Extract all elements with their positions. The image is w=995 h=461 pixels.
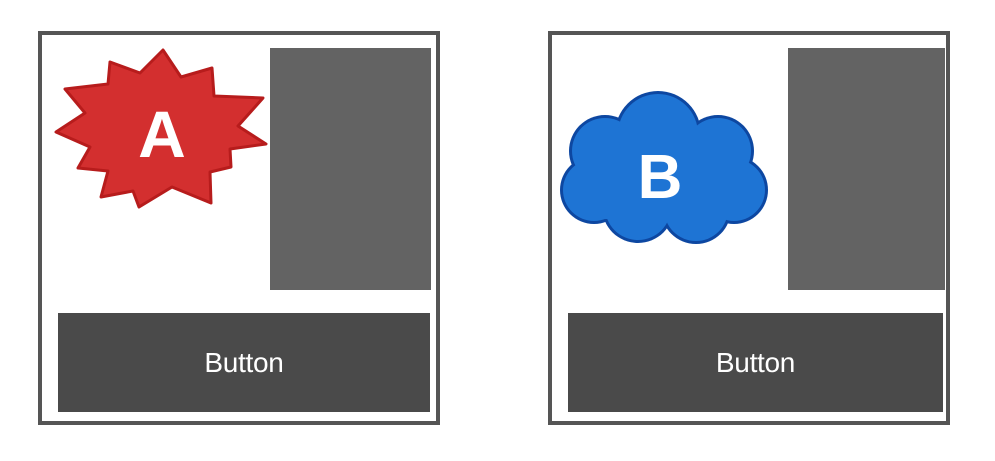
content-placeholder-block — [788, 48, 945, 290]
content-placeholder-block — [270, 48, 431, 290]
panel-b-button[interactable]: Button — [568, 313, 943, 412]
panel-a-button[interactable]: Button — [58, 313, 430, 412]
panel-b: B Button — [548, 31, 950, 425]
cloud-shape — [560, 91, 768, 244]
panel-a: A Button — [38, 31, 440, 425]
badge-letter-a: A — [138, 97, 186, 171]
starburst-badge-icon: A — [54, 48, 268, 209]
badge-letter-b: B — [638, 143, 683, 212]
starburst-shape — [54, 48, 268, 209]
cloud-badge-icon: B — [560, 91, 768, 244]
